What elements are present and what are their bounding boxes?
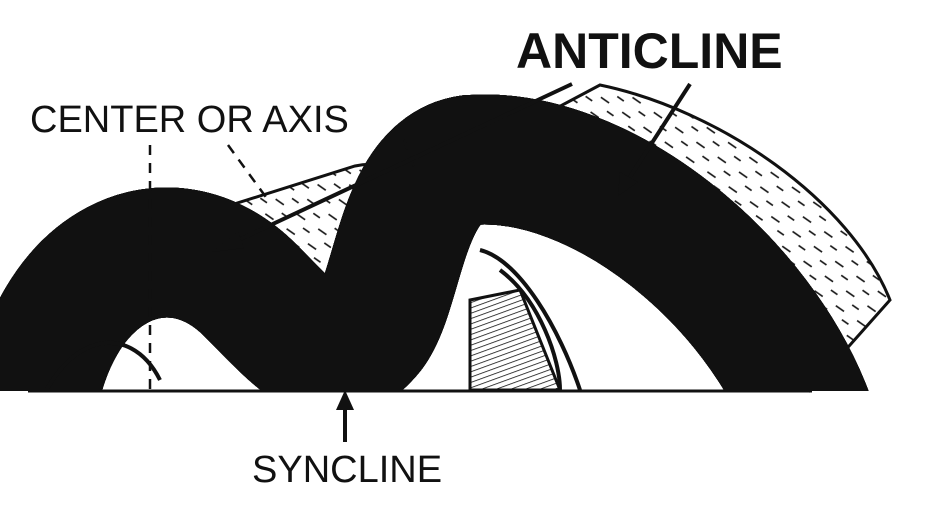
syncline-label: SYNCLINE <box>252 449 442 491</box>
syncline-arrow <box>336 390 354 442</box>
axis-lines <box>148 139 418 390</box>
anticline-label: ANTICLINE <box>516 23 783 79</box>
strata-layers <box>0 159 810 391</box>
center-axis-label: CENTER OR AXIS <box>30 99 349 141</box>
anticline-arrows <box>212 82 692 252</box>
